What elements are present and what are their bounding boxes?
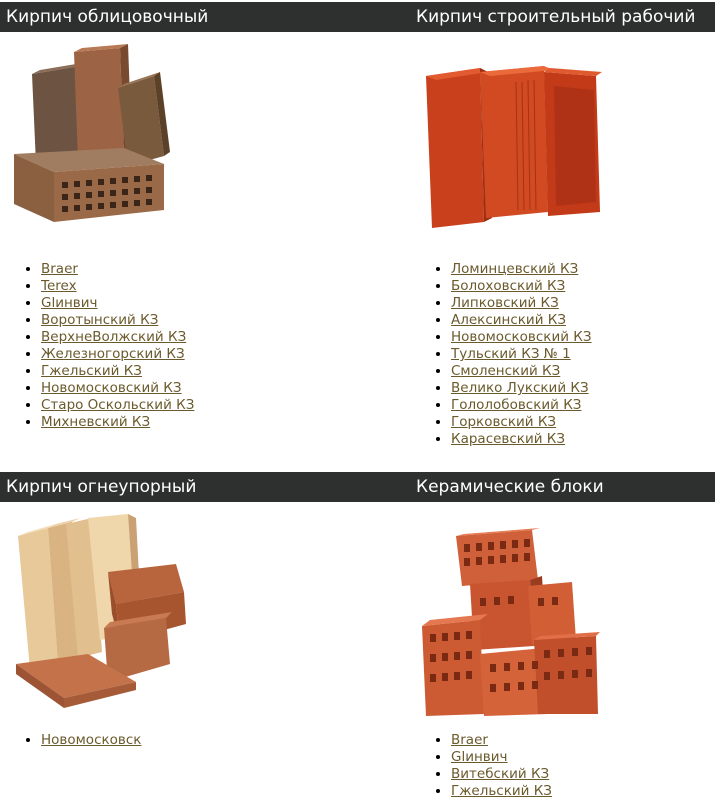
- manufacturer-link[interactable]: Тульский КЗ № 1: [451, 346, 571, 362]
- manufacturer-link[interactable]: Braer: [41, 261, 78, 277]
- list-item: Ломинцевский КЗ: [451, 261, 592, 278]
- list-item: Braer: [451, 732, 552, 749]
- manufacturer-link[interactable]: Glинвич: [451, 749, 508, 765]
- manufacturer-link[interactable]: Новомосковский КЗ: [41, 380, 182, 396]
- list-item: Гжельский КЗ: [451, 783, 552, 800]
- facing-brick-image: [14, 44, 170, 222]
- manufacturer-link[interactable]: Ломинцевский КЗ: [451, 261, 579, 277]
- manufacturer-link[interactable]: Гололобовский КЗ: [451, 397, 582, 413]
- manufacturer-link[interactable]: Смоленский КЗ: [451, 363, 561, 379]
- list-item: Железногорский КЗ: [41, 346, 194, 363]
- section-title-building-brick: Кирпич строительный рабочий: [416, 7, 696, 27]
- manufacturer-link[interactable]: Воротынский КЗ: [41, 312, 159, 328]
- manufacturer-link[interactable]: ВерхнеВолжский КЗ: [41, 329, 187, 345]
- manufacturer-link[interactable]: Велико Лукский КЗ: [451, 380, 589, 396]
- list-item: Карасевский КЗ: [451, 431, 592, 448]
- list-item: Новомосковск: [41, 732, 141, 749]
- manufacturer-link[interactable]: Гжельский КЗ: [41, 363, 142, 379]
- list-item: ВерхнеВолжский КЗ: [41, 329, 194, 346]
- ceramic-block-link-list: Braer Glинвич Витебский КЗ Гжельский КЗ: [410, 732, 552, 800]
- manufacturer-link[interactable]: Glинвич: [41, 295, 98, 311]
- section-header-bar: [0, 472, 715, 502]
- list-item: Воротынский КЗ: [41, 312, 194, 329]
- building-brick-link-list: Ломинцевский КЗ Болоховский КЗ Липковски…: [410, 261, 592, 448]
- list-item: Гжельский КЗ: [41, 363, 194, 380]
- list-item: Glинвич: [451, 749, 552, 766]
- manufacturer-link[interactable]: Горковский КЗ: [451, 414, 557, 430]
- list-item: Glинвич: [41, 295, 194, 312]
- list-item: Липковский КЗ: [451, 295, 592, 312]
- red-building-brick-image: [426, 66, 602, 228]
- refractory-brick-link-list: Новомосковск: [0, 732, 141, 749]
- manufacturer-link[interactable]: Новомосковск: [41, 732, 142, 748]
- manufacturer-link[interactable]: Terex: [41, 278, 77, 294]
- list-item: Terex: [41, 278, 194, 295]
- manufacturer-link[interactable]: Карасевский КЗ: [451, 431, 566, 447]
- list-item: Гололобовский КЗ: [451, 397, 592, 414]
- section-title-ceramic-blocks: Керамические блоки: [416, 477, 604, 497]
- refractory-brick-image: [16, 514, 186, 708]
- section-title-refractory-brick: Кирпич огнеупорный: [6, 477, 197, 497]
- ceramic-block-image: [422, 528, 600, 716]
- manufacturer-link[interactable]: Новомосковский КЗ: [451, 329, 592, 345]
- section-title-facing-brick: Кирпич облицовочный: [6, 7, 209, 27]
- list-item: Новомосковский КЗ: [451, 329, 592, 346]
- list-item: Тульский КЗ № 1: [451, 346, 592, 363]
- manufacturer-link[interactable]: Железногорский КЗ: [41, 346, 185, 362]
- list-item: Горковский КЗ: [451, 414, 592, 431]
- list-item: Braer: [41, 261, 194, 278]
- manufacturer-link[interactable]: Болоховский КЗ: [451, 278, 566, 294]
- section-header-bar: [0, 2, 715, 32]
- list-item: Старо Оскольский КЗ: [41, 397, 194, 414]
- list-item: Новомосковский КЗ: [41, 380, 194, 397]
- list-item: Болоховский КЗ: [451, 278, 592, 295]
- list-item: Смоленский КЗ: [451, 363, 592, 380]
- manufacturer-link[interactable]: Алексинский КЗ: [451, 312, 567, 328]
- list-item: Михневский КЗ: [41, 414, 194, 431]
- manufacturer-link[interactable]: Старо Оскольский КЗ: [41, 397, 195, 413]
- list-item: Алексинский КЗ: [451, 312, 592, 329]
- manufacturer-link[interactable]: Braer: [451, 732, 488, 748]
- manufacturer-link[interactable]: Липковский КЗ: [451, 295, 559, 311]
- list-item: Витебский КЗ: [451, 766, 552, 783]
- manufacturer-link[interactable]: Михневский КЗ: [41, 414, 151, 430]
- manufacturer-link[interactable]: Гжельский КЗ: [451, 783, 552, 799]
- facing-brick-link-list: Braer Terex Glинвич Воротынский КЗ Верхн…: [0, 261, 194, 431]
- list-item: Велико Лукский КЗ: [451, 380, 592, 397]
- manufacturer-link[interactable]: Витебский КЗ: [451, 766, 550, 782]
